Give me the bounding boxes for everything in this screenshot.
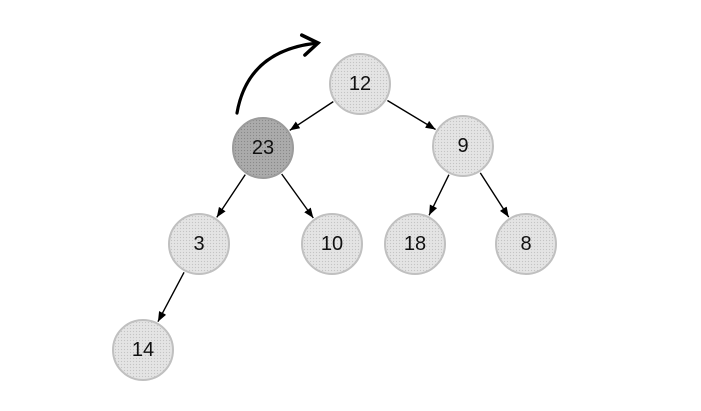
tree-node-18: 18 xyxy=(384,213,446,275)
tree-node-label-3: 3 xyxy=(193,233,205,255)
tree-edge-23-10 xyxy=(281,173,314,219)
tree-node-10: 10 xyxy=(301,213,363,275)
tree-node-label-23: 23 xyxy=(251,137,275,159)
tree-node-14: 14 xyxy=(112,319,174,381)
swap-curved-arrow xyxy=(235,33,322,115)
tree-node-label-18: 18 xyxy=(403,233,427,255)
tree-node-23: 23 xyxy=(232,117,294,179)
tree-node-3: 3 xyxy=(168,213,230,275)
tree-node-label-12: 12 xyxy=(348,73,372,95)
tree-node-label-14: 14 xyxy=(131,339,155,361)
tree-node-9: 9 xyxy=(432,115,494,177)
tree-node-label-9: 9 xyxy=(457,135,469,157)
tree-edge-12-23 xyxy=(289,101,334,131)
tree-node-label-10: 10 xyxy=(320,233,344,255)
tree-edge-12-9 xyxy=(387,99,436,131)
tree-node-8: 8 xyxy=(495,213,557,275)
tree-edge-group xyxy=(157,99,510,323)
tree-edge-23-3 xyxy=(216,174,246,218)
tree-node-12: 12 xyxy=(329,53,391,115)
tree-edge-3-14 xyxy=(157,271,185,323)
tree-edge-9-8 xyxy=(479,172,510,218)
tree-node-label-8: 8 xyxy=(520,233,532,255)
tree-edge-9-18 xyxy=(428,174,450,216)
